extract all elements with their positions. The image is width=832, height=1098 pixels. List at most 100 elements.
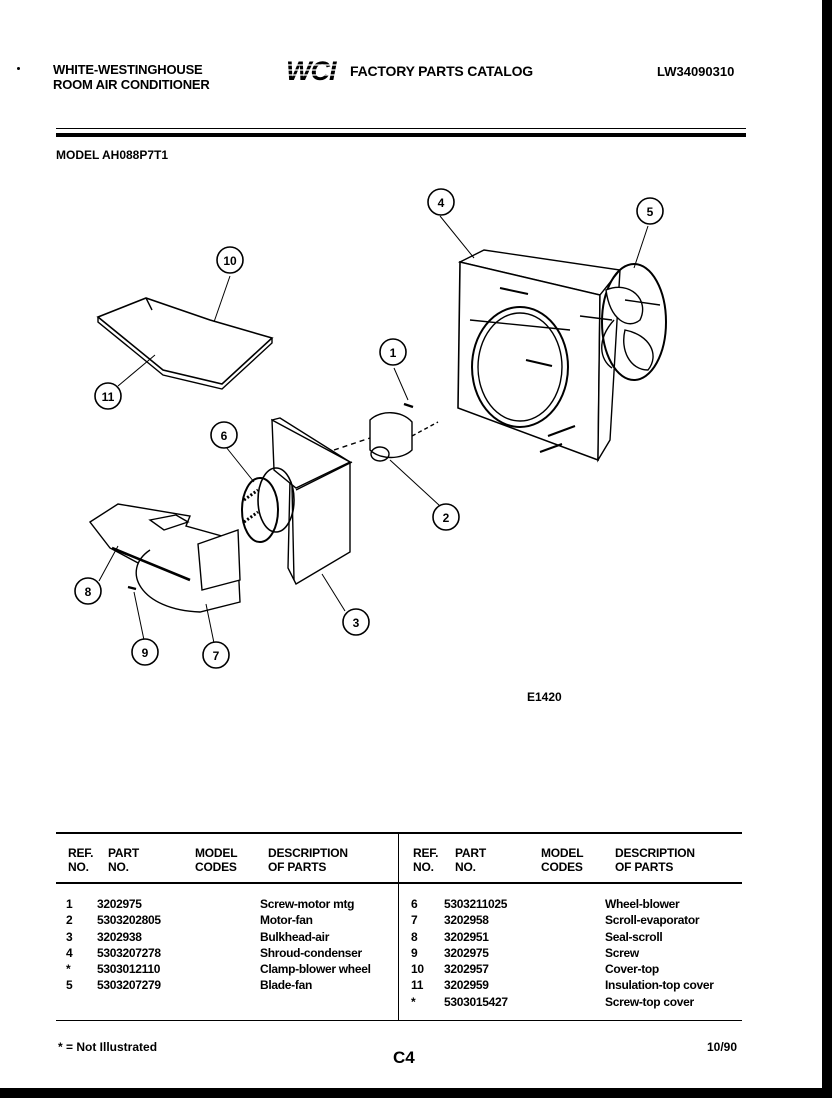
top-cover-part [96, 297, 274, 390]
table-row: Motor-fan [260, 913, 313, 928]
scroll-evaporator-part [88, 503, 241, 613]
fan-blade-part [579, 263, 667, 381]
table-row: Shroud-condenser [260, 945, 362, 960]
svg-text:1: 1 [390, 346, 397, 360]
table-row: Screw-top cover [605, 994, 694, 1009]
right-part-column: 5303211025 3202958 3202951 3202975 32029… [444, 896, 508, 1010]
blower-wheel-part [241, 467, 295, 543]
table-row: 10 [411, 962, 424, 977]
brand-block: WHITE-WESTINGHOUSE ROOM AIR CONDITIONER [53, 62, 210, 92]
left-part-column: 3202975 5303202805 3202938 5303207278 53… [97, 896, 161, 994]
svg-text:6: 6 [221, 429, 228, 443]
table-row: 5303211025 [444, 897, 508, 911]
revision-date: 10/90 [707, 1040, 738, 1054]
table-row: Clamp-blower wheel [260, 962, 371, 977]
wci-logo: WCI [286, 56, 340, 84]
condenser-shroud-part [457, 249, 622, 463]
table-rule-top [56, 832, 742, 834]
header-ref-no-right: REF.NO. [413, 846, 439, 874]
callout-2: 2 [432, 503, 460, 531]
callout-9: 9 [131, 638, 159, 666]
callout-3: 3 [342, 608, 370, 636]
table-row: Insulation-top cover [605, 978, 714, 993]
bulkhead-air-part [271, 417, 353, 585]
table-row: 3202958 [444, 913, 489, 928]
table-row: 5303207278 [97, 945, 161, 960]
fan-motor-part [333, 412, 439, 462]
svg-text:9: 9 [142, 646, 149, 660]
table-row: 5303015427 [444, 994, 508, 1009]
svg-text:4: 4 [438, 196, 445, 210]
table-row: 3202951 [444, 929, 489, 944]
table-row: 3202938 [97, 929, 142, 944]
svg-text:2: 2 [443, 511, 450, 525]
table-divider [398, 834, 399, 1020]
left-ref-column: 1 2 3 4 * 5 [66, 896, 73, 994]
header-ref-no-left: REF.NO. [68, 846, 94, 874]
table-row: Wheel-blower [605, 897, 680, 911]
svg-text:8: 8 [85, 585, 92, 599]
callout-7: 7 [202, 641, 230, 669]
table-rule-bottom [56, 1020, 742, 1021]
catalog-code: LW34090310 [657, 64, 735, 79]
callout-10: 10 [216, 246, 244, 274]
table-row: Scroll-evaporator [605, 913, 700, 928]
svg-text:7: 7 [213, 649, 220, 663]
brand-line-1: WHITE-WESTINGHOUSE [53, 62, 203, 77]
table-row: 6 [411, 897, 418, 911]
screw-part [127, 585, 137, 591]
table-row: 3202975 [97, 897, 142, 911]
table-row: 1 [66, 897, 73, 911]
scan-dot [17, 67, 20, 70]
table-row: 11 [411, 978, 424, 993]
table-row: * [66, 962, 71, 977]
not-illustrated-note: * = Not Illustrated [58, 1040, 158, 1054]
leader-lines [98, 215, 649, 644]
table-row: Bulkhead-air [260, 929, 330, 944]
callout-11: 11 [94, 382, 122, 410]
exploded-diagram: 10 11 1 2 3 4 5 6 [74, 188, 667, 669]
table-row: 3202959 [444, 978, 489, 993]
svg-text:5: 5 [647, 205, 654, 219]
table-row: Seal-scroll [605, 929, 663, 944]
header-rule-thick [56, 133, 746, 137]
callout-5: 5 [636, 197, 664, 225]
table-row: 5303202805 [97, 913, 161, 928]
catalog-title: FACTORY PARTS CATALOG [350, 63, 533, 79]
table-row: 2 [66, 913, 73, 928]
table-row: 3202975 [444, 945, 489, 960]
table-row: 4 [66, 945, 73, 960]
table-row: Screw [605, 945, 639, 960]
table-row: Cover-top [605, 962, 659, 977]
callout-1: 1 [379, 338, 407, 366]
header-rule-thin [56, 128, 746, 129]
table-row: 5303012110 [97, 962, 161, 977]
svg-text:3: 3 [353, 616, 360, 630]
table-row: 3202957 [444, 962, 489, 977]
screw-motor-mount-part [403, 402, 414, 409]
table-row: * [411, 994, 416, 1009]
brand-line-2: ROOM AIR CONDITIONER [53, 77, 210, 92]
table-row: Blade-fan [260, 978, 312, 993]
table-row: 7 [411, 913, 418, 928]
svg-text:10: 10 [223, 254, 237, 268]
table-row: 9 [411, 945, 418, 960]
table-row: 8 [411, 929, 418, 944]
diagram-code: E1420 [527, 690, 562, 704]
svg-text:11: 11 [102, 390, 115, 404]
callout-8: 8 [74, 577, 102, 605]
right-ref-column: 6 7 8 9 10 11 * [411, 896, 424, 1010]
page-number: C4 [393, 1048, 415, 1067]
table-row: 5 [66, 978, 73, 993]
table-row: 3 [66, 929, 73, 944]
catalog-page: WHITE-WESTINGHOUSE ROOM AIR CONDITIONER … [0, 0, 822, 1088]
table-row: Screw-motor mtg [260, 897, 355, 911]
table-row: 5303207279 [97, 978, 161, 993]
callout-4: 4 [427, 188, 455, 216]
model-number: MODEL AH088P7T1 [56, 148, 169, 162]
